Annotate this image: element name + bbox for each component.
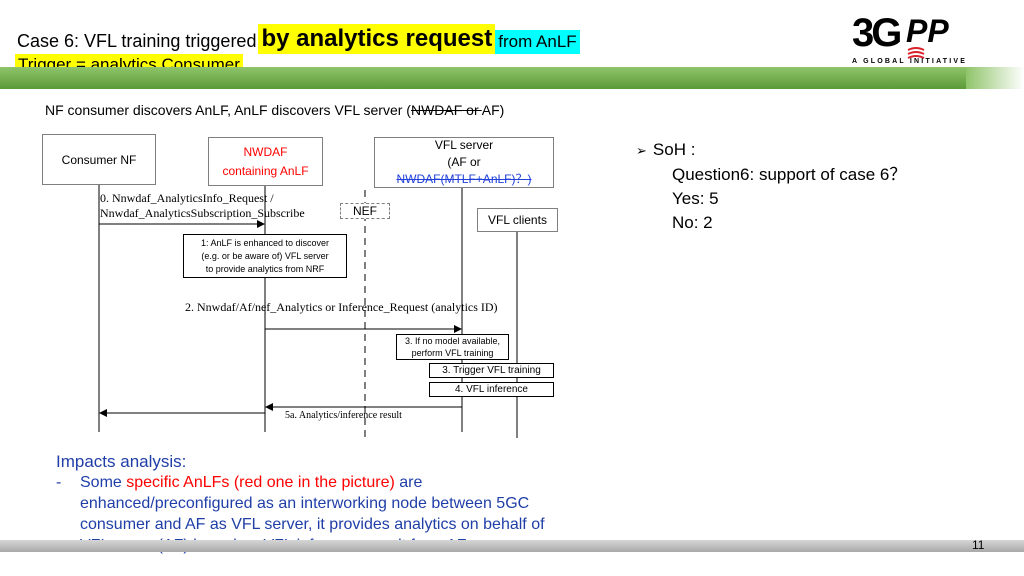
note-step-1: 1: AnLF is enhanced to discover (e.g. or… — [183, 234, 347, 278]
participant-vfl-server-line2: (AF or — [447, 155, 481, 169]
title-part-3: from AnLF — [495, 30, 580, 54]
msg-2-label: 2. Nnwdaf/Af/nef_Analytics or Inference_… — [185, 300, 498, 314]
soh-no: No: 2 — [672, 213, 713, 232]
participant-consumer-nf: Consumer NF — [42, 134, 156, 185]
participant-vfl-server-line1: VFL server — [434, 138, 494, 152]
participant-vfl-clients-label: VFL clients — [488, 213, 547, 227]
participant-nwdaf-line2: containing AnLF — [222, 163, 309, 178]
note-step-1-line2: (e.g. or be aware of) VFL server — [201, 250, 329, 261]
participant-nef-label: NEF — [353, 204, 377, 218]
header-bar-fade — [966, 67, 1024, 89]
msg-0-line2: Nnwdaf_AnalyticsSubscription_Subscribe — [100, 206, 305, 220]
caption-struck: NWDAF or — [410, 102, 482, 118]
soh-yes: Yes: 5 — [672, 189, 719, 208]
footer-bar — [0, 540, 1024, 552]
participant-nwdaf-line1: NWDAF — [243, 144, 288, 159]
title-part-1: Case 6: VFL training triggered — [17, 31, 257, 51]
step-vfl-inference-label: 4. VFL inference — [454, 384, 528, 395]
participant-consumer-nf-label: Consumer NF — [61, 152, 137, 167]
caption-prefix: NF consumer discovers AnLF, AnLF discove… — [45, 102, 411, 118]
participant-nef: NEF — [340, 203, 390, 219]
soh-question: Question6: support of case 6？ — [672, 165, 907, 184]
note-step-1-line3: to provide analytics from NRF — [205, 263, 325, 274]
note-step-3-line1: 3. If no model available, — [404, 336, 501, 346]
title-part-2: by analytics request — [258, 24, 496, 54]
soh-bullet-icon: ➢ — [636, 143, 647, 158]
note-step-3: 3. If no model available, perform VFL tr… — [396, 334, 509, 360]
participant-vfl-server: VFL server (AF or NWDAF(MTLF+AnLF)？) — [374, 137, 554, 188]
participant-vfl-server-line3: NWDAF(MTLF+AnLF)？) — [396, 172, 532, 186]
note-step-3-line2: perform VFL training — [411, 348, 494, 358]
caption-suffix: AF) — [481, 102, 505, 118]
note-step-1-line1: 1: AnLF is enhanced to discover — [200, 237, 330, 248]
step-trigger-vfl-training: 3. Trigger VFL training — [429, 363, 554, 378]
diagram-caption: NF consumer discovers AnLF, AnLF discove… — [45, 102, 504, 118]
logo-3gpp: 3G PP — [850, 2, 960, 68]
impacts-text-a: Some — [80, 474, 127, 491]
impacts-heading: Impacts analysis: — [56, 452, 187, 471]
soh-title: SoH : — [652, 140, 696, 159]
logo-3gpp-mark: 3G PP — [852, 11, 949, 59]
impacts-text-red: specific AnLFs (red one in the picture) — [126, 474, 395, 491]
step-trigger-vfl-training-label: 3. Trigger VFL training — [442, 365, 541, 376]
msg-5a-label: 5a. Analytics/inference result — [285, 410, 402, 421]
step-vfl-inference: 4. VFL inference — [429, 382, 554, 397]
slide-title: Case 6: VFL training triggered by analyt… — [17, 24, 580, 54]
impacts-dash: - — [56, 474, 62, 491]
svg-text:3G: 3G — [852, 11, 900, 55]
svg-text:PP: PP — [906, 13, 949, 49]
msg-0-line1: 0. Nnwdaf_AnalyticsInfo_Request / — [100, 191, 274, 205]
page-number: 11 — [972, 538, 985, 552]
header-bar — [0, 67, 966, 89]
soh-title-row: ➢ SoH : — [636, 138, 906, 163]
soh-block: ➢ SoH : Question6: support of case 6？ Yes… — [636, 138, 906, 235]
participant-vfl-clients: VFL clients — [477, 208, 558, 232]
participant-nwdaf: NWDAF containing AnLF — [208, 137, 323, 186]
logo-tagline: A GLOBAL INITIATIVE — [852, 58, 968, 65]
msg-0-label: 0. Nnwdaf_AnalyticsInfo_Request / Nnwdaf… — [100, 191, 305, 221]
